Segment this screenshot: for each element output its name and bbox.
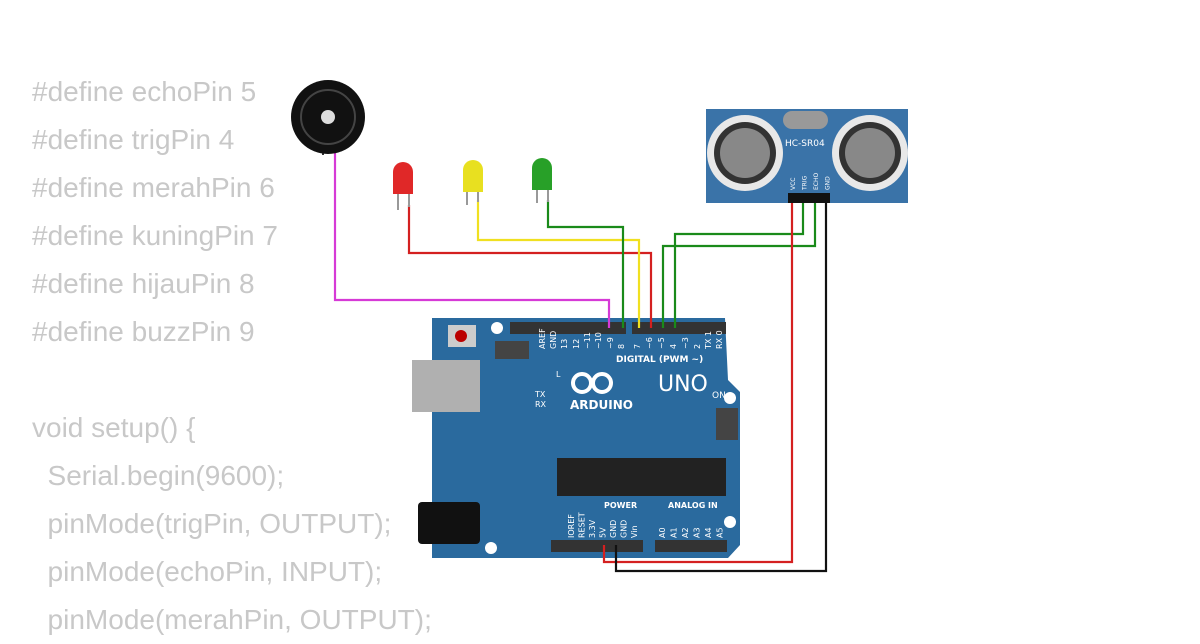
pin-label: AREF — [538, 328, 547, 349]
pin-label: IOREF — [567, 514, 576, 538]
pin-label: A2 — [681, 527, 690, 538]
pin-label: RESET — [578, 512, 587, 538]
arduino-brand: ARDUINO — [570, 398, 633, 412]
digital-label: DIGITAL (PWM ~) — [616, 355, 703, 365]
wire-green-led-pin8 — [546, 200, 625, 328]
wire-trig-pin4 — [673, 203, 805, 328]
header-analog — [655, 540, 727, 552]
icsp-header — [495, 341, 529, 359]
wire-echo-pin5 — [661, 203, 817, 328]
mount-hole — [491, 322, 503, 334]
pin-label: 5V — [599, 527, 608, 538]
pin-label: GND — [549, 331, 558, 349]
header-digital-mid — [552, 322, 626, 334]
pin-label: ~6 — [645, 337, 654, 349]
pin-label: VCC — [790, 178, 797, 190]
wire-gnd — [614, 203, 828, 573]
code-line: #define merahPin 6 — [32, 172, 275, 203]
power-jack — [418, 502, 480, 544]
code-line: #define kuningPin 7 — [32, 220, 278, 251]
pin-label: 3.3V — [588, 519, 597, 538]
analog-label: ANALOG IN — [668, 501, 718, 510]
led-red[interactable] — [393, 162, 413, 210]
code-line: #define trigPin 4 — [32, 124, 235, 155]
led-green[interactable] — [532, 158, 552, 203]
led-yellow[interactable] — [463, 160, 483, 205]
code-line: #define buzzPin 9 — [32, 316, 255, 347]
code-line: Serial.begin(9600); — [32, 460, 285, 491]
wire-vcc-5v — [602, 203, 794, 564]
pin-label: TRIG — [802, 175, 809, 191]
l-label: L — [556, 370, 561, 379]
pin-label: A0 — [658, 527, 667, 538]
header-digital-right — [632, 322, 726, 334]
usb-port — [412, 360, 480, 412]
arduino-model: UNO — [658, 372, 708, 397]
pin-label: 8 — [617, 344, 626, 349]
wire-yellow-led-pin7 — [476, 200, 641, 328]
icsp-header-2 — [716, 408, 738, 440]
pin-label: ECHO — [813, 173, 820, 190]
arduino-uno-board[interactable]: DIGITAL (PWM ~) ARDUINO UNO ON L TX RX P… — [412, 318, 740, 558]
code-line: pinMode(trigPin, OUTPUT); — [32, 508, 392, 539]
pin-label: A5 — [716, 527, 725, 538]
code-line: #define echoPin 5 — [32, 76, 257, 107]
mount-hole — [724, 392, 736, 404]
reset-button-cap — [455, 330, 467, 342]
pin-label: GND — [620, 520, 629, 538]
pin-label: A4 — [704, 527, 713, 538]
pin-label: TX 1 — [704, 331, 713, 350]
on-label: ON — [712, 391, 726, 401]
circuit-diagram: DIGITAL (PWM ~) ARDUINO UNO ON L TX RX P… — [291, 80, 908, 573]
code-line: void setup() { — [32, 412, 196, 443]
mount-hole — [724, 516, 736, 528]
header-power — [551, 540, 643, 552]
pin-label: GND — [609, 520, 618, 538]
pin-label: 4 — [669, 344, 678, 349]
pin-label: Vin — [630, 525, 639, 538]
pin-label: A1 — [670, 527, 679, 538]
code-line: #define hijauPin 8 — [32, 268, 255, 299]
pin-label: 7 — [633, 344, 642, 349]
microcontroller-chip — [557, 458, 726, 496]
arduino-logo — [571, 372, 613, 394]
pin-label: ~5 — [657, 337, 666, 349]
pin-label: RX 0 — [715, 330, 724, 349]
code-line: pinMode(echoPin, INPUT); — [32, 556, 383, 587]
pin-label: ~9 — [606, 337, 615, 349]
header-digital-left — [510, 322, 552, 334]
ultrasonic-sensor-hc-sr04[interactable]: HC-SR04 VCC TRIG ECHO GND — [706, 109, 908, 203]
pin-label: GND — [825, 176, 832, 190]
buzzer[interactable] — [291, 80, 365, 155]
pin-label: A3 — [693, 527, 702, 538]
pin-label: 2 — [693, 344, 702, 349]
wire-buzzer-pin9 — [333, 150, 611, 328]
wire-red-led-pin6 — [407, 205, 653, 328]
rx-label: RX — [535, 400, 547, 409]
power-label: POWER — [604, 501, 637, 510]
pin-label: 12 — [572, 339, 581, 349]
pin-label: ~10 — [594, 332, 603, 349]
pin-label: ~11 — [583, 332, 592, 349]
mount-hole — [485, 542, 497, 554]
tx-label: TX — [534, 390, 546, 399]
pin-label: ~3 — [681, 337, 690, 349]
sensor-name: HC-SR04 — [785, 139, 825, 149]
pin-label: 13 — [560, 339, 569, 349]
